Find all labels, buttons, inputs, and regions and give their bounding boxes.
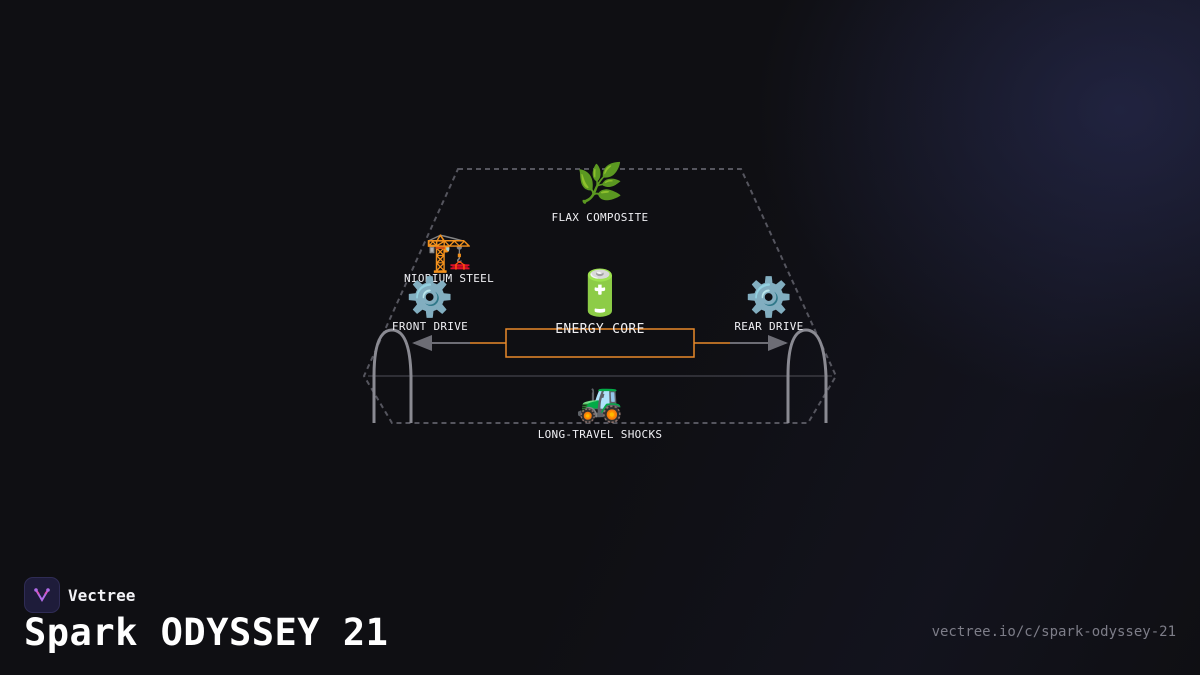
rear-drive-label: REAR DRIVE xyxy=(734,320,804,333)
long-travel-shocks-label: LONG-TRAVEL SHOCKS xyxy=(537,428,663,441)
page-title: Spark ODYSSEY 21 xyxy=(24,611,389,654)
brand: Vectree xyxy=(24,577,135,613)
flax-composite-label: FLAX COMPOSITE xyxy=(551,211,649,224)
niobium-steel-label: NIOBIUM STEEL xyxy=(404,272,494,285)
tractor-icon: 🚜 xyxy=(576,380,624,424)
rear-wheel-arch xyxy=(786,328,828,423)
vectree-logo-icon xyxy=(24,577,60,613)
gear-icon: ⚙️ xyxy=(745,275,793,319)
gear-icon: ⚙️ xyxy=(406,275,454,319)
battery-icon: 🔋 xyxy=(572,268,628,319)
front-drive-label: FRONT DRIVE xyxy=(391,320,469,333)
energy-core-label: ENERGY CORE xyxy=(555,322,645,337)
brand-name: Vectree xyxy=(68,585,136,605)
source-url: vectree.io/c/spark-odyssey-21 xyxy=(931,624,1176,640)
herb-icon: 🌿 xyxy=(576,161,624,205)
front-wheel-arch xyxy=(372,328,413,423)
crane-icon: 🏗️ xyxy=(425,230,473,274)
chassis-outline xyxy=(362,168,838,424)
